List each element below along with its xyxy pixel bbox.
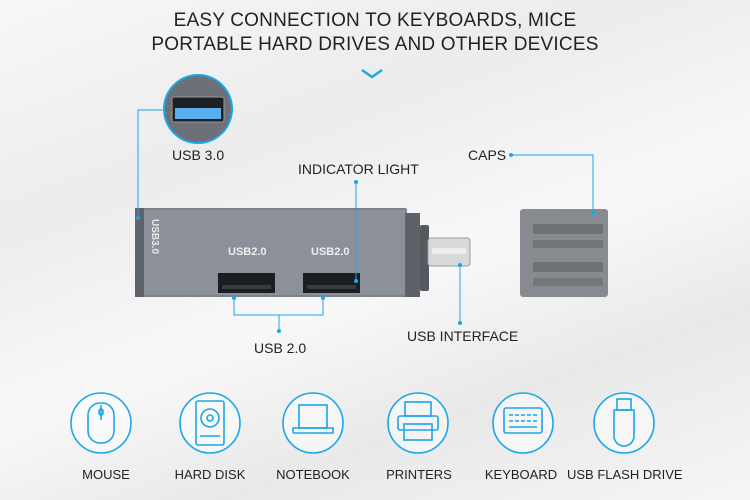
- device-label-keyboard: KEYBOARD: [484, 467, 558, 482]
- device-label-hard-disk: HARD DISK: [174, 467, 246, 482]
- port-2-label: USB2.0: [311, 246, 350, 258]
- headline-line-1: EASY CONNECTION TO KEYBOARDS, MICE: [173, 10, 577, 31]
- keyboard-icon: [492, 392, 554, 454]
- device-label-notebook: NOTEBOOK: [276, 467, 350, 482]
- device-label-mouse: MOUSE: [82, 467, 130, 482]
- device-label-usb-flash-drive: USB FLASH DRIVE: [567, 467, 683, 482]
- cap: [520, 209, 608, 297]
- chevron-down-icon: [361, 68, 383, 79]
- usb-interface-callout: USB INTERFACE: [407, 328, 519, 344]
- printer-icon: [387, 392, 449, 454]
- caps-callout: CAPS: [468, 147, 507, 163]
- usb30-port-zoom: [163, 74, 233, 144]
- usb-hub: USB3.0 USB2.0 USB2.0: [135, 208, 471, 297]
- port-1-label: USB2.0: [228, 246, 267, 258]
- usb30-callout: USB 3.0: [172, 147, 225, 163]
- side-label: USB3.0: [149, 219, 160, 254]
- hard-disk-icon: [179, 392, 241, 454]
- usb20-callout: USB 2.0: [254, 340, 307, 356]
- mouse-icon: [70, 392, 132, 454]
- device-label-printers: PRINTERS: [386, 467, 452, 482]
- usb-flash-drive-icon: [593, 392, 655, 454]
- indicator-light-callout: INDICATOR LIGHT: [298, 161, 419, 177]
- headline-line-2: PORTABLE HARD DRIVES AND OTHER DEVICES: [151, 34, 599, 55]
- laptop-icon: [282, 392, 344, 454]
- callout-lines: [137, 109, 594, 331]
